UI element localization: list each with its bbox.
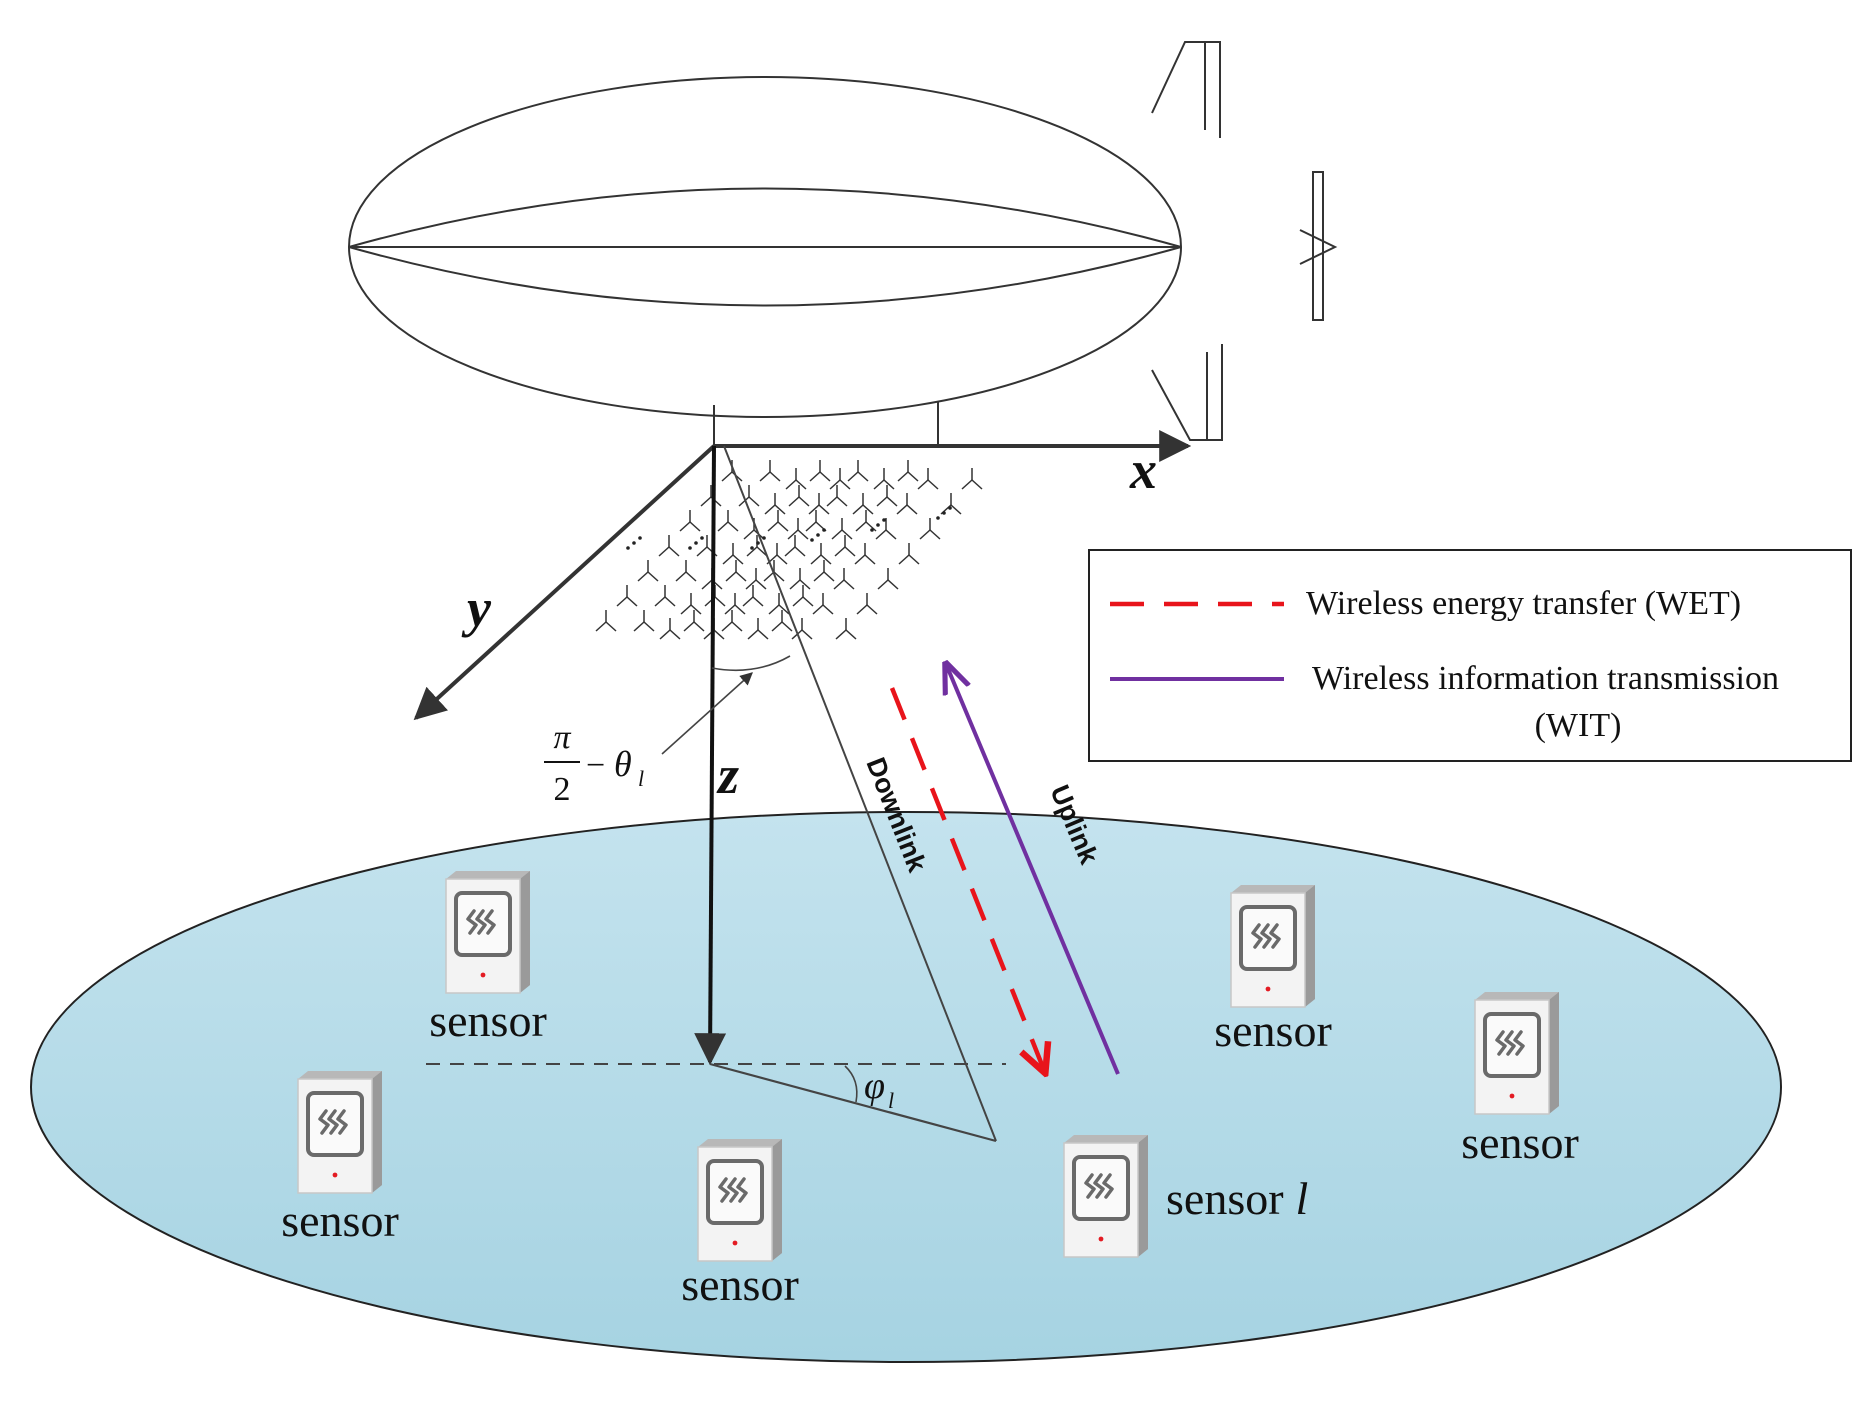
antenna-element: [877, 567, 899, 590]
antenna-element: [831, 517, 853, 540]
antenna-element: [675, 559, 697, 582]
antenna-element: [835, 617, 857, 640]
antenna-element: [595, 609, 617, 632]
sensor-1: sensor: [429, 869, 547, 1046]
antenna-element: [873, 467, 895, 490]
antenna-array: [595, 459, 983, 640]
antenna-element: [787, 517, 809, 540]
antenna-element: [829, 467, 851, 490]
legend-wet-label: Wireless energy transfer (WET): [1306, 585, 1741, 622]
antenna-element: [759, 459, 781, 482]
antenna-element: [658, 534, 680, 557]
ellipsis-dots: [810, 528, 826, 542]
sensor-5: sensor: [1461, 990, 1579, 1168]
svg-text:l: l: [888, 1088, 894, 1113]
y-axis: [413, 444, 716, 721]
antenna-element: [961, 467, 983, 490]
antenna-element: [680, 592, 702, 615]
elevation-angle-label: π 2 − θ l: [544, 719, 644, 808]
antenna-element: [809, 459, 831, 482]
sensor-2: sensor: [281, 1069, 399, 1246]
ellipsis-dots: [936, 506, 952, 520]
ellipsis-dots: [626, 536, 642, 550]
svg-text:π: π: [553, 719, 571, 756]
antenna-element: [747, 617, 769, 640]
antenna-element: [633, 609, 655, 632]
svg-text:sensor: sensor: [1214, 1005, 1332, 1056]
antenna-element: [724, 592, 746, 615]
antenna-element: [812, 592, 834, 615]
antenna-element: [616, 584, 638, 607]
antenna-element: [745, 567, 767, 590]
x-axis-label: x: [1129, 440, 1157, 500]
antenna-element: [854, 542, 876, 565]
svg-text:sensor: sensor: [681, 1259, 799, 1310]
legend-wit-label-line2: (WIT): [1535, 707, 1622, 744]
azimuth-angle-label: φ l: [864, 1065, 894, 1113]
antenna-element: [637, 559, 659, 582]
antenna-element: [721, 459, 743, 482]
svg-text:sensor: sensor: [1461, 1117, 1579, 1168]
svg-text:2: 2: [554, 771, 571, 808]
geometry-lines: [426, 445, 1006, 1143]
antenna-element: [789, 567, 811, 590]
antenna-element: [897, 459, 919, 482]
ellipsis-dots: [750, 536, 766, 550]
svg-text:φ: φ: [864, 1065, 885, 1107]
sensor-3: sensor: [681, 1137, 799, 1310]
ellipsis-dots: [688, 536, 704, 550]
antenna-element: [738, 484, 760, 507]
antenna-element: [856, 592, 878, 615]
z-axis: [694, 445, 727, 1066]
antenna-element: [700, 484, 722, 507]
antenna-element: [852, 492, 874, 515]
antenna-element: [896, 492, 918, 515]
wit-arrow: [946, 664, 1120, 1075]
antenna-element: [833, 567, 855, 590]
legend: Wireless energy transfer (WET) Wireless …: [1088, 549, 1852, 762]
svg-text:sensor: sensor: [429, 995, 547, 1046]
antenna-element: [917, 467, 939, 490]
svg-text:sensor: sensor: [281, 1195, 399, 1246]
antenna-element: [808, 492, 830, 515]
antenna-element: [764, 492, 786, 515]
ellipsis-dots: [870, 518, 886, 532]
antenna-element: [717, 509, 739, 532]
y-axis-label: y: [461, 578, 492, 638]
antenna-element: [847, 459, 869, 482]
z-axis-label: z: [716, 745, 739, 805]
airship: [348, 41, 1338, 446]
antenna-element: [679, 509, 701, 532]
axes: [413, 430, 1192, 1066]
wet-arrow: [889, 687, 1044, 1070]
svg-text:θ: θ: [614, 744, 632, 784]
antenna-element: [659, 617, 681, 640]
antenna-element: [940, 492, 962, 515]
svg-text:l: l: [638, 766, 644, 791]
antenna-element: [785, 467, 807, 490]
legend-wit-label-line1: Wireless information transmission: [1312, 660, 1779, 697]
svg-text:−: −: [586, 747, 605, 784]
sensor-4: sensor: [1214, 883, 1332, 1056]
antenna-element: [810, 542, 832, 565]
antenna-element: [919, 517, 941, 540]
antenna-element: [898, 542, 920, 565]
antenna-element: [875, 517, 897, 540]
antenna-element: [654, 584, 676, 607]
antenna-element: [722, 542, 744, 565]
